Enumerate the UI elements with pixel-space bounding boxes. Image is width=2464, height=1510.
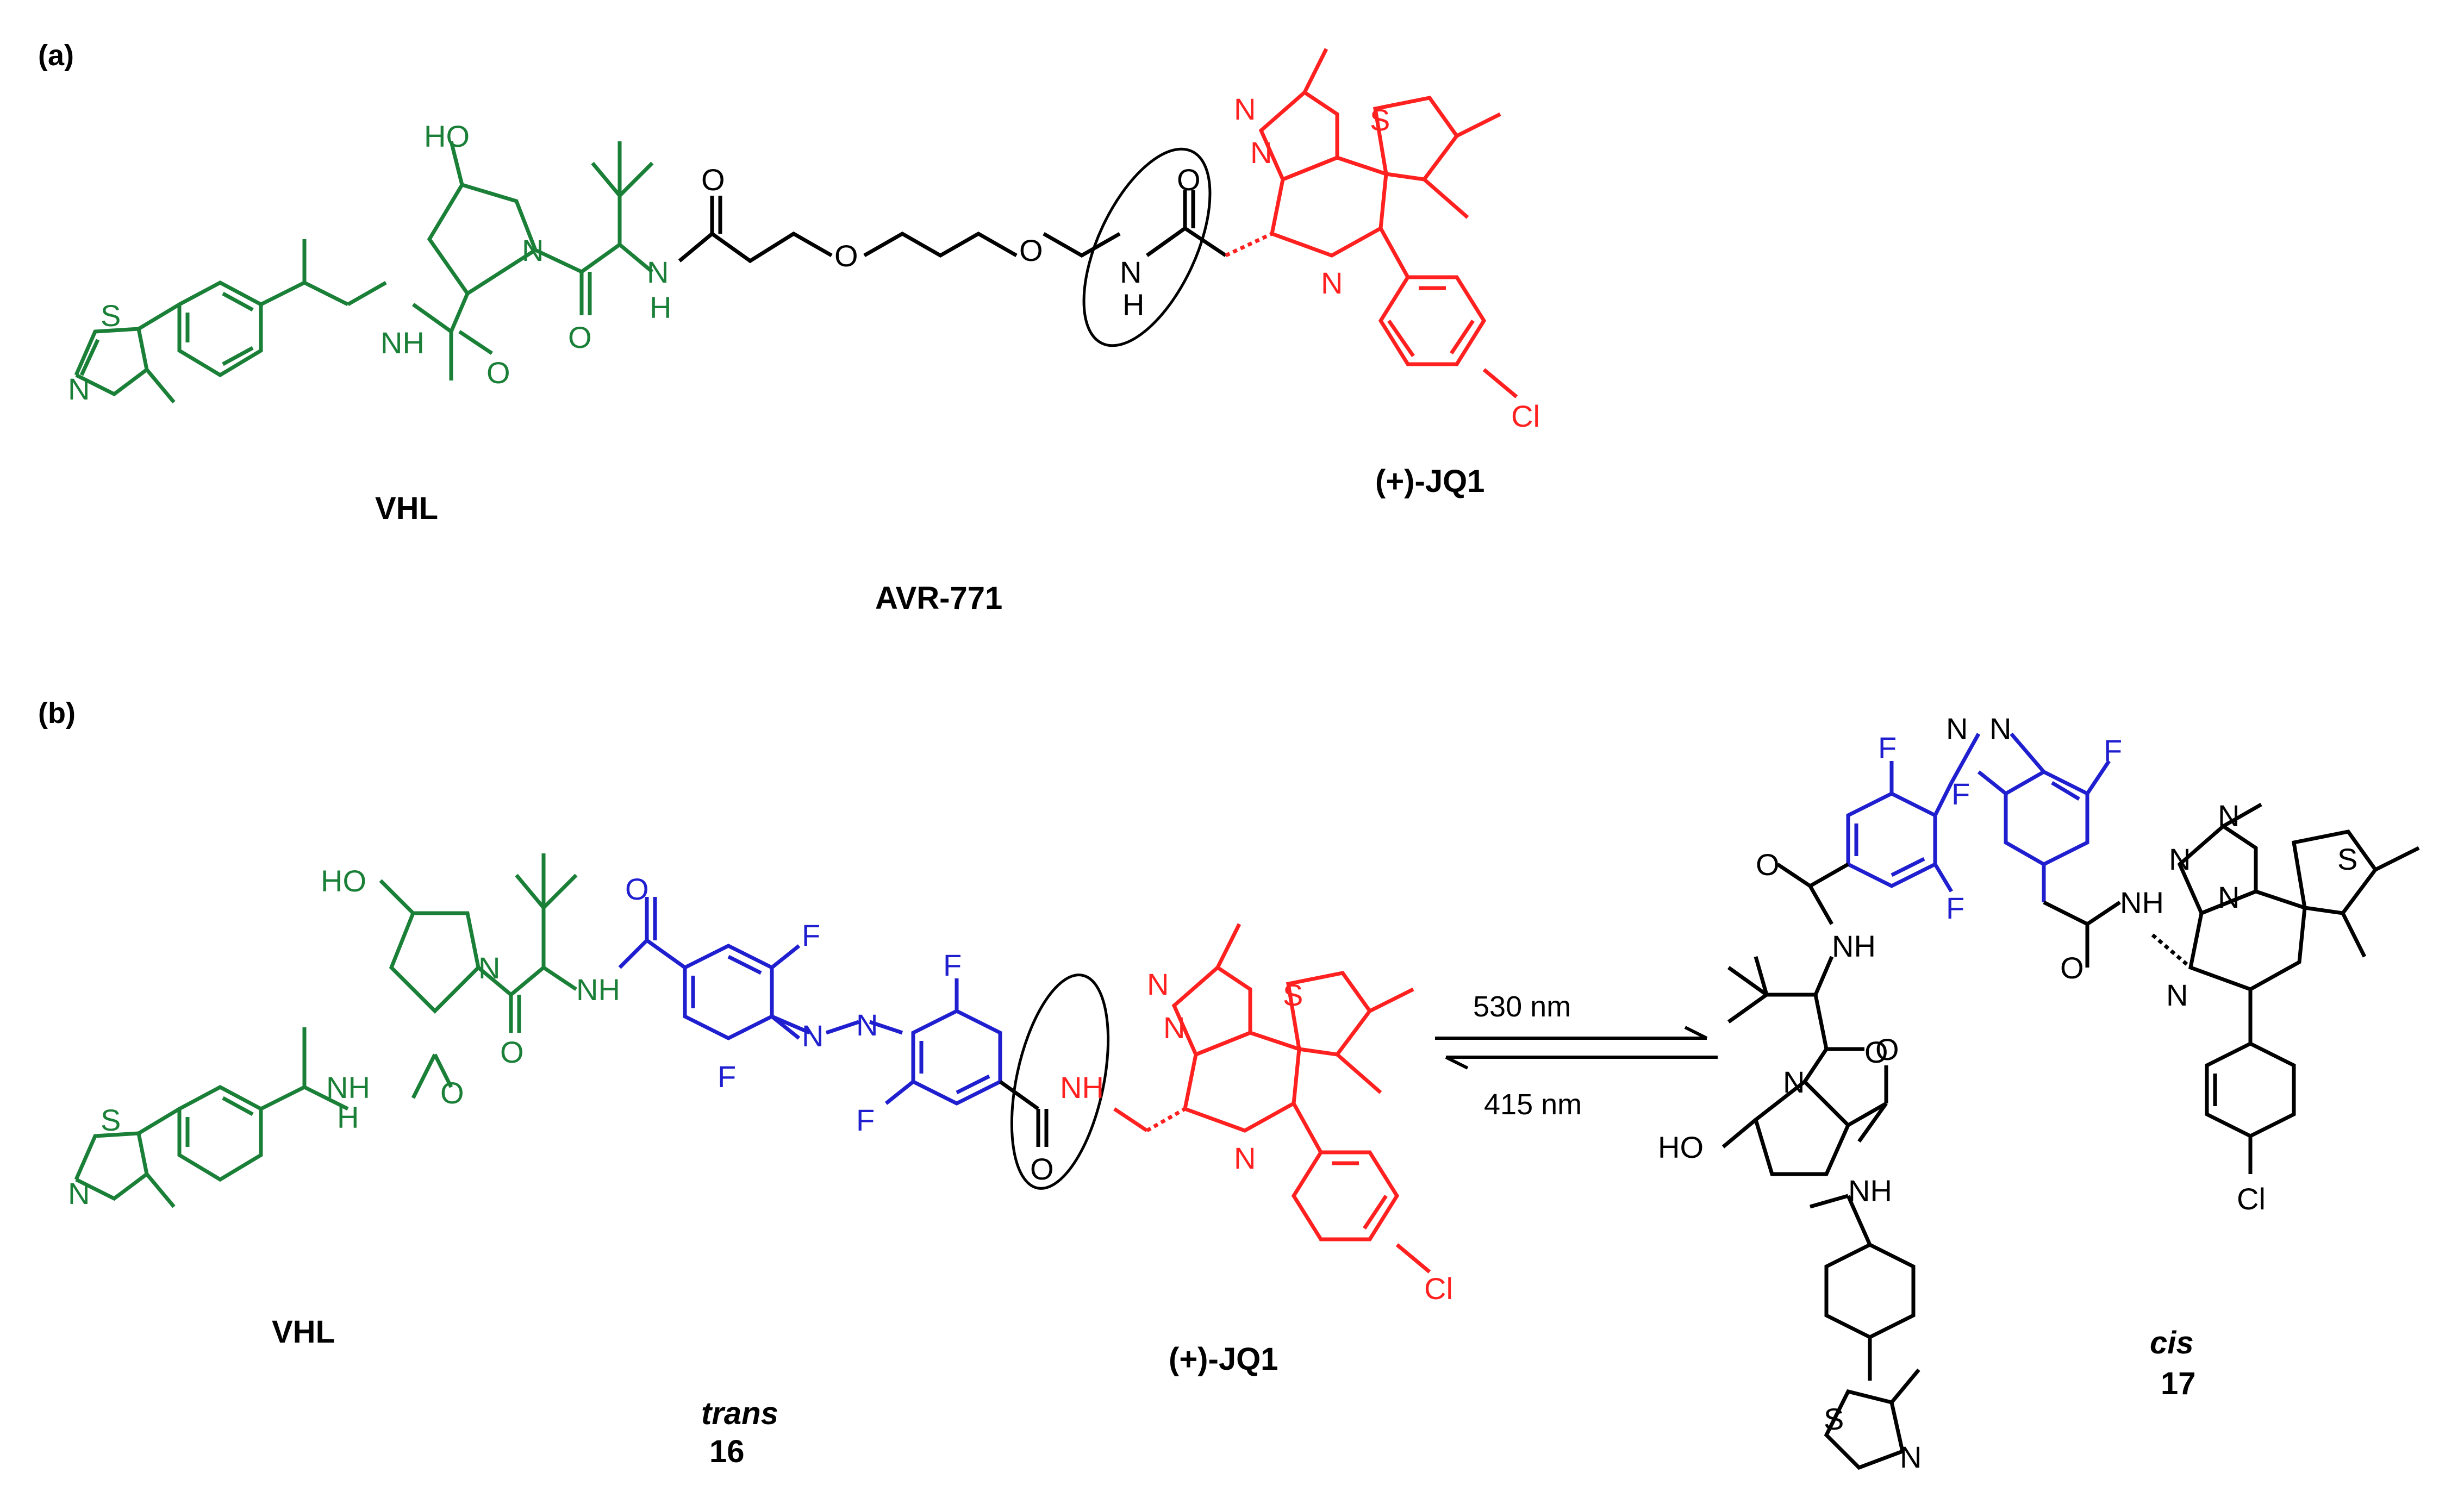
- panel-b-cis-triazole-n2: N: [2218, 798, 2240, 833]
- panel-b-cis-f1: F: [1878, 731, 1897, 765]
- panel-a-thiazole: [74, 302, 180, 404]
- panel-b-trans-amide-circle: [1010, 974, 1110, 1190]
- panel-b-trans-thiophene-s: S: [1283, 978, 1303, 1012]
- panel-b-trans-vhl-label: VHL: [272, 1314, 335, 1350]
- panel-b-trans-azo-n1: N: [802, 1019, 824, 1053]
- panel-b-cis-number: 17: [2161, 1366, 2196, 1401]
- panel-b-trans-nh: NH: [326, 1070, 370, 1105]
- panel-b-trans-thiazole-n: N: [68, 1176, 90, 1211]
- reverse-wavelength: 415 nm: [1484, 1088, 1582, 1121]
- panel-b-cis-amide-o2: O: [2060, 951, 2084, 985]
- panel-a-amide-nh: NH: [380, 326, 425, 360]
- panel-b-cis-azo-n1: N: [1946, 712, 1968, 746]
- panel-a-amide-linker: [1145, 190, 1227, 257]
- panel-b-cis-f4: F: [1946, 891, 1964, 925]
- panel-b-trans-leucine-o: O: [500, 1035, 524, 1069]
- panel-b-trans-number: 16: [709, 1434, 745, 1469]
- panel-b-trans-jq1: [1113, 923, 1431, 1274]
- panel-b-cis-azo-n2: N: [1989, 712, 2011, 746]
- panel-b-trans-thiazole-s: S: [101, 1103, 121, 1137]
- panel-b-cis-jq1: [2177, 802, 2420, 1174]
- panel-b-cis-label: cis: [2150, 1325, 2194, 1361]
- panel-a-jq1-label: (+)-JQ1: [1375, 464, 1484, 499]
- panel-a-triazole-n2: N: [1250, 135, 1272, 170]
- panel-b-trans-proline-n: N: [478, 951, 500, 985]
- panel-b-trans-vhl: [74, 853, 578, 1208]
- panel-a-amide-o2: O: [1177, 163, 1201, 197]
- panel-a-ho: HO: [424, 119, 470, 153]
- panel-a-thiazole-n: N: [68, 372, 90, 406]
- panel-b-trans-jq1-nh: NH: [1060, 1070, 1104, 1105]
- panel-b-cis-thiazole-s: S: [1824, 1402, 1844, 1436]
- panel-b-trans-f1: F: [802, 918, 820, 952]
- panel-b-trans-ho: HO: [321, 864, 366, 898]
- panel-b-cis-amide-o1: O: [1756, 847, 1780, 882]
- panel-a-amide-o: O: [486, 355, 510, 390]
- panel-a-linker: [678, 196, 1121, 264]
- panel-a-phenyl: [177, 239, 493, 380]
- panel-a-label: (a): [38, 39, 74, 72]
- panel-a-leucine-h: H: [650, 290, 671, 325]
- panel-b-cis-thiophene-s: S: [2337, 842, 2357, 876]
- equilibrium-arrows: [1435, 1026, 1718, 1070]
- panel-b-trans-nh-h: H: [337, 1100, 359, 1134]
- panel-b-cis-azobenzene: [1846, 732, 2111, 902]
- panel-a-linker-o2: O: [834, 239, 858, 273]
- panel-a-leucine-n: N: [647, 255, 669, 289]
- panel-a-tert-leucine: [579, 141, 654, 315]
- panel-b-cis-nh1: NH: [1832, 929, 1876, 963]
- panel-a-linker-n: N: [1120, 255, 1141, 289]
- panel-b-cis-cl: Cl: [2237, 1182, 2266, 1216]
- panel-b-trans-amide-o1: O: [625, 872, 649, 906]
- panel-b-cis-o3: O: [1875, 1032, 1899, 1066]
- panel-b-trans-azo-n2: N: [856, 1008, 878, 1042]
- panel-b-cis-thiazole-n: N: [1900, 1440, 1922, 1474]
- panel-a-cl: Cl: [1511, 399, 1540, 433]
- panel-b-trans-f3: F: [943, 948, 962, 982]
- panel-b-cis-proline-n: N: [1783, 1065, 1805, 1099]
- panel-a-linker-h: H: [1122, 288, 1144, 322]
- panel-b-trans-f2: F: [718, 1059, 736, 1094]
- panel-a-thiophene-s: S: [1370, 103, 1390, 137]
- panel-a-diazepine-n: N: [1321, 266, 1343, 300]
- panel-b-cis-triazole-n3: N: [2218, 880, 2240, 914]
- panel-b-trans-triazole-n1: N: [1147, 967, 1169, 1001]
- panel-b-cis-nh3: NH: [2120, 885, 2164, 920]
- panel-b-trans-jq1-label: (+)-JQ1: [1169, 1341, 1278, 1377]
- panel-a-vhl-label: VHL: [375, 491, 438, 526]
- panel-b-cis-ho: HO: [1658, 1130, 1704, 1164]
- panel-a-proline-n: N: [522, 233, 544, 267]
- panel-b-trans-triazole-n2: N: [1163, 1010, 1185, 1045]
- panel-b-trans-leucine-nh: NH: [576, 972, 620, 1007]
- panel-a-compound-name: AVR-771: [875, 581, 1002, 616]
- panel-b-trans-amide-o: O: [440, 1076, 464, 1110]
- panel-b-trans-label: trans: [701, 1396, 778, 1431]
- panel-a-jq1: [1225, 48, 1518, 398]
- panel-b-cis-diazepine-n: N: [2166, 978, 2188, 1012]
- panel-b-trans-amide: [999, 1080, 1049, 1147]
- panel-b-trans-f4: F: [856, 1103, 875, 1137]
- forward-wavelength: 530 nm: [1473, 990, 1571, 1023]
- panel-b-trans-diazepine-n: N: [1234, 1141, 1256, 1175]
- panel-a-hydroxyproline: [427, 141, 583, 296]
- panel-a-triazole-n1: N: [1234, 92, 1256, 126]
- panel-a-thiazole-s: S: [101, 298, 121, 333]
- panel-b-cis-nh2: NH: [1848, 1174, 1892, 1208]
- panel-a-leucine-o: O: [568, 320, 592, 354]
- panel-b-cis-backbone: [1721, 862, 2192, 1470]
- panel-a-linker-o3: O: [1019, 233, 1043, 267]
- panel-b-cis-triazole-n1: N: [2169, 842, 2191, 876]
- panel-b-cis-f3: F: [1951, 777, 1970, 811]
- panel-a-amide-circle: [1082, 147, 1212, 347]
- panel-b-trans-cl: Cl: [1424, 1271, 1453, 1306]
- panel-b-cis-o2: O: [1864, 1035, 1888, 1069]
- panel-b-cis-f2: F: [2104, 733, 2122, 768]
- panel-b-label: (b): [38, 697, 76, 729]
- panel-b-trans-amide-o2: O: [1030, 1152, 1054, 1186]
- panel-a-linker-o1: O: [701, 163, 725, 197]
